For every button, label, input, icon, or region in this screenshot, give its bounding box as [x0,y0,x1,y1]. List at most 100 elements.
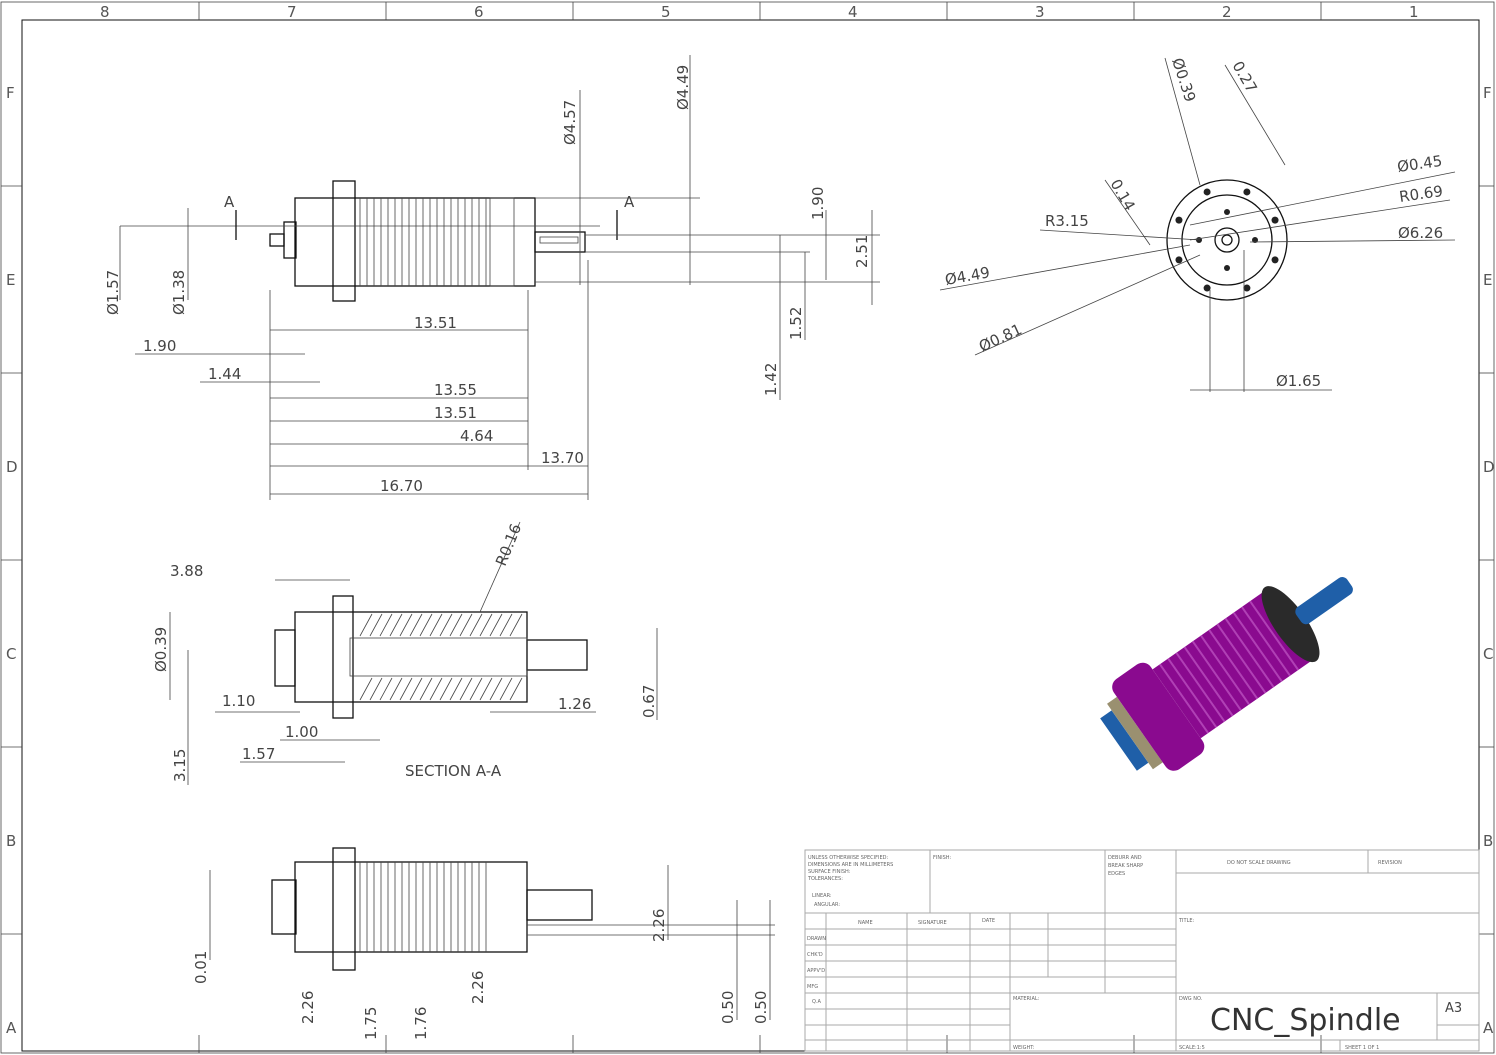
dim-dia-0-81: Ø0.81 [976,320,1025,355]
bolt-hole [1203,188,1211,196]
dim-0-50-b: 0.50 [752,991,770,1024]
zone-column-label: 1 [1409,3,1419,21]
top-view: A A Ø4.49 Ø4.57 1.90 2.51 Ø1.57 Ø1.38 13… [104,55,880,500]
deburr-note: BREAK SHARP [1108,863,1143,869]
dim-1-44: 1.44 [208,365,241,383]
note-line: DIMENSIONS ARE IN MILLIMETERS [808,862,893,868]
dim-0-50-a: 0.50 [719,991,737,1024]
iso-fin [1183,646,1234,717]
iso-fin [1208,629,1259,700]
role-qa: Q.A [812,999,822,1005]
zone-row-label: E [6,271,15,289]
do-not-scale-note: DO NOT SCALE DRAWING [1227,860,1291,866]
dim-1-76: 1.76 [412,1007,430,1040]
finish-label: FINISH: [933,855,951,861]
dim-3-15: 3.15 [171,749,189,782]
dim-dia-4-49: Ø4.49 [674,65,692,110]
header-date: DATE [982,918,995,924]
zone-row-label: C [1483,645,1493,663]
material-label: MATERIAL: [1013,996,1040,1002]
role-mfg: MFG [807,984,818,990]
dim-13-51-lower: 13.51 [434,404,477,422]
note-line: SURFACE FINISH: [808,869,851,875]
zone-row-label: E [1483,271,1492,289]
role-drawn: DRAWN [807,936,826,942]
bolt-hole [1224,209,1230,215]
zone-row-label: A [1483,1019,1494,1037]
dim-2-51: 2.51 [853,235,871,268]
dim-r-3-15: R3.15 [1045,212,1089,230]
deburr-note: DEBURR AND [1108,855,1142,861]
dim-dia-0-39-section: Ø0.39 [152,627,170,672]
dim-dia-4-57: Ø4.57 [561,100,579,145]
deburr-note: EDGES [1108,871,1125,877]
bolt-hole [1224,265,1230,271]
zone-row-label: F [6,84,15,102]
zone-column-label: 3 [1035,3,1045,21]
sheet-label: SHEET 1 OF 1 [1345,1045,1379,1051]
weight-label: WEIGHT: [1013,1045,1035,1051]
dim-13-55: 13.55 [434,381,477,399]
dim-2-26-b: 2.26 [469,971,487,1004]
bolt-hole [1271,256,1279,264]
dim-2-26-c: 2.26 [650,909,668,942]
dim-r-0-69: R0.69 [1398,182,1444,206]
header-name: NAME [858,920,873,926]
iso-fin [1224,617,1275,688]
dim-1-10: 1.10 [222,692,255,710]
bolt-hole [1243,188,1251,196]
zone-row-label: C [6,645,16,663]
dim-1-00: 1.00 [285,723,318,741]
dim-0-01: 0.01 [192,951,210,984]
note-line: UNLESS OTHERWISE SPECIFIED: [808,855,888,861]
title-block: UNLESS OTHERWISE SPECIFIED: DIMENSIONS A… [804,849,1480,1052]
section-view: 3.88 R0.16 Ø0.39 1.10 1.00 1.57 3.15 1.2… [152,521,658,785]
zone-row-label: B [1483,832,1493,850]
dim-r-0-16: R0.16 [492,521,525,568]
dim-dia-4-49-end: Ø4.49 [944,263,992,289]
dim-1-26: 1.26 [558,695,591,713]
dim-4-64: 4.64 [460,427,493,445]
zone-row-label: A [6,1019,17,1037]
dim-1-90-vertical: 1.90 [809,187,827,220]
dwg-no-label: DWG NO. [1179,996,1203,1002]
iso-fin [1249,600,1300,671]
scale-label: SCALE:1:5 [1179,1045,1205,1051]
dim-2-26-a: 2.26 [299,991,317,1024]
dim-dia-0-45: Ø0.45 [1396,152,1443,176]
dim-1-90-horizontal: 1.90 [143,337,176,355]
dim-1-42: 1.42 [762,363,780,396]
dim-1-75: 1.75 [362,1007,380,1040]
note-line: TOLERANCES: [807,876,843,882]
bottom-view: 0.01 2.26 1.75 1.76 2.26 2.26 0.50 0.50 [192,847,775,1040]
iso-fin [1232,612,1283,683]
zone-column-label: 6 [474,3,484,21]
dim-13-70: 13.70 [541,449,584,467]
dim-dia-1-38: Ø1.38 [170,270,188,315]
dim-0-14: 0.14 [1107,176,1139,214]
role-checked: CHK'D [807,952,823,958]
dim-dia-1-65: Ø1.65 [1276,372,1321,390]
bolt-hole [1175,216,1183,224]
dim-0-67: 0.67 [640,685,658,718]
bolt-hole [1175,256,1183,264]
title-label: TITLE: [1178,918,1195,924]
note-line: LINEAR: [812,893,832,899]
iso-fin [1175,652,1226,723]
iso-fin [1241,606,1291,677]
zone-column-label: 8 [100,3,110,21]
drawing-name: CNC_Spindle [1210,1003,1401,1038]
bolt-hole [1252,237,1258,243]
iso-fin [1167,657,1218,728]
section-marker-right: A [624,193,635,211]
header-signature: SIGNATURE [918,920,947,926]
dim-1-57-section: 1.57 [242,745,275,763]
zone-row-label: F [1483,84,1492,102]
dim-3-88: 3.88 [170,562,203,580]
dim-16-70: 16.70 [380,477,423,495]
iso-fin [1159,663,1209,734]
zone-row-label: D [1483,458,1495,476]
dim-dia-1-57: Ø1.57 [104,270,122,315]
